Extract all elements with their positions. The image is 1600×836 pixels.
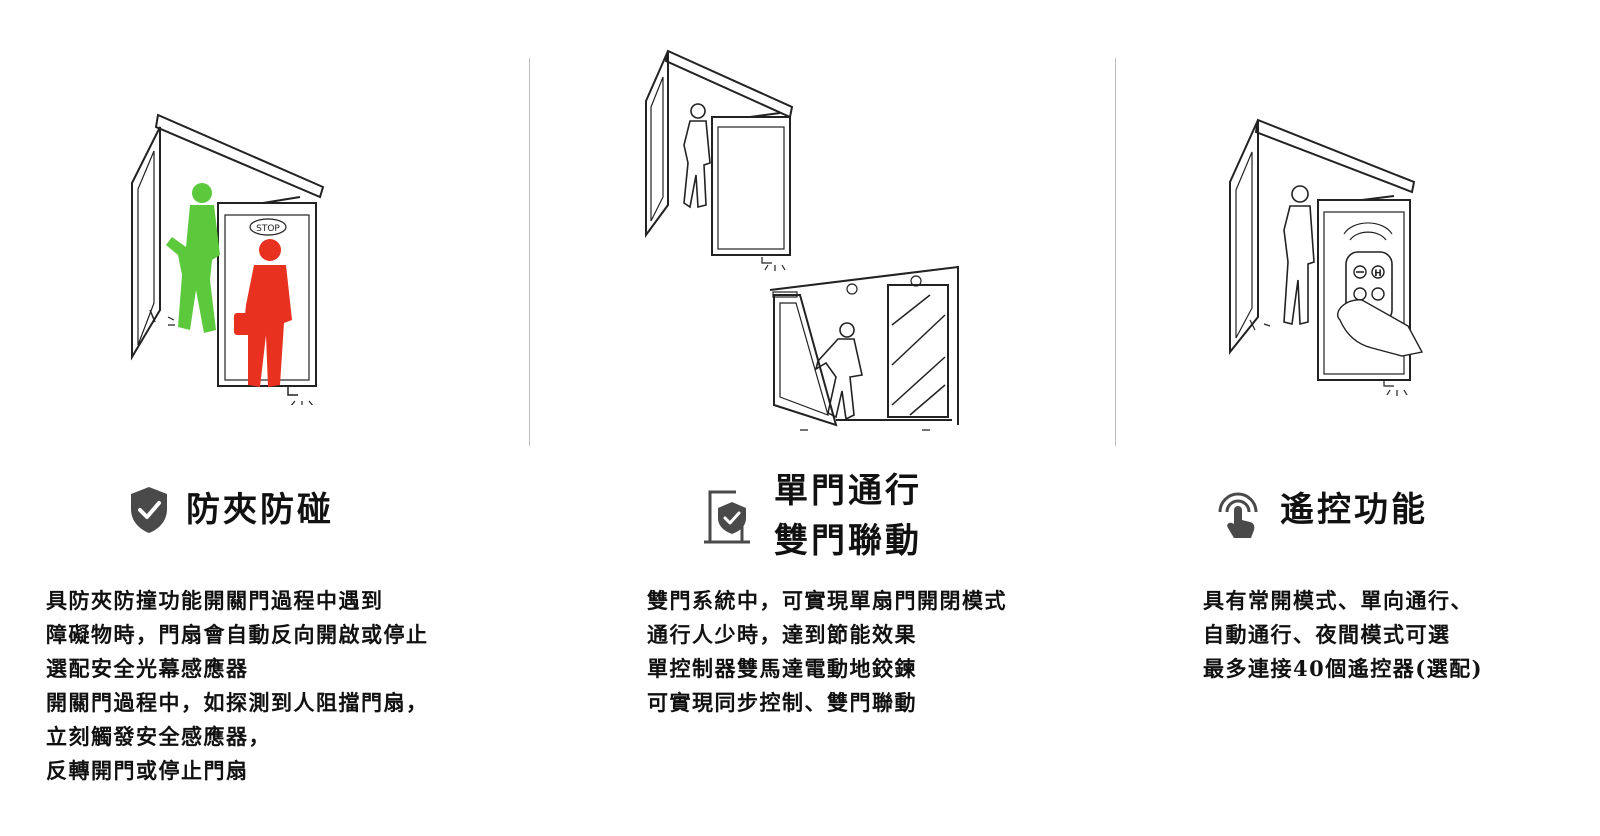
door-shield-icon xyxy=(704,490,750,544)
single-double-door-description: 雙門系統中，可實現單扇門開閉模式 通行人少時，達到節能效果 單控制器雙馬達電動地… xyxy=(647,584,1007,720)
description-line: 障礙物時，門扇會自動反向開啟或停止 xyxy=(46,622,429,647)
single-door-title: 單門通行 xyxy=(774,471,922,511)
walking-woman-figure xyxy=(814,322,863,421)
walking-person-figure xyxy=(683,103,711,209)
description-line: 雙門系統中，可實現單扇門開閉模式 xyxy=(647,588,1007,613)
remote-control-door-illustration: H xyxy=(1229,118,1424,396)
green-person-figure xyxy=(166,183,220,333)
anti-pinch-heading: 防夾防碰 xyxy=(128,485,334,535)
description-line: 反轉開門或停止門扇 xyxy=(46,758,249,783)
remote-control-figure: H xyxy=(1337,222,1424,357)
feature-anti-pinch: STOP 防夾防碰 具防夾防撞功能開關門過程中遇到 障礙物時，門扇會自動反向開啟… xyxy=(0,0,529,836)
description-line: 可實現同步控制、雙門聯動 xyxy=(647,690,917,715)
touch-tap-icon xyxy=(1218,492,1258,538)
description-line: 單控制器雙馬達電動地鉸鍊 xyxy=(647,656,917,681)
column-divider-2 xyxy=(1115,58,1116,446)
description-line: 具防夾防撞功能開關門過程中遇到 xyxy=(46,588,384,613)
remote-button-h-label: H xyxy=(1374,269,1382,279)
anti-pinch-title: 防夾防碰 xyxy=(186,490,334,530)
feature-remote-control: H 遙控功能 具有常開模式、單向通行、 自動通行、夜間模式可選 最多連接40個遙… xyxy=(1116,0,1600,836)
single-double-door-heading: 單門通行 雙門聯動 xyxy=(702,466,922,566)
swing-door-anti-pinch-illustration: STOP xyxy=(131,113,325,405)
remote-control-heading: 遙控功能 xyxy=(1210,480,1428,540)
remote-control-title: 遙控功能 xyxy=(1280,490,1428,530)
column-divider-1 xyxy=(529,58,530,446)
double-door-title: 雙門聯動 xyxy=(774,521,922,561)
stop-sign-label: STOP xyxy=(256,224,280,234)
remote-control-description: 具有常開模式、單向通行、 自動通行、夜間模式可選 最多連接40個遙控器(選配) xyxy=(1203,584,1483,686)
anti-pinch-description: 具防夾防撞功能開關門過程中遇到 障礙物時，門扇會自動反向開啟或停止 選配安全光幕… xyxy=(46,584,429,788)
description-line: 開關門過程中，如探測到人阻擋門扇， xyxy=(46,690,429,715)
single-and-double-door-illustration xyxy=(645,49,959,431)
description-line: 自動通行、夜間模式可選 xyxy=(1203,622,1451,647)
standing-person-figure xyxy=(1283,185,1315,326)
description-line: 通行人少時，達到節能效果 xyxy=(647,622,917,647)
shield-check-icon xyxy=(131,487,167,533)
description-line: 選配安全光幕感應器 xyxy=(46,656,249,681)
red-person-figure xyxy=(234,239,292,387)
description-line: 立刻觸發安全感應器， xyxy=(46,724,271,749)
description-line: 最多連接40個遙控器(選配) xyxy=(1203,656,1484,681)
feature-single-double-door: 單門通行 雙門聯動 雙門系統中，可實現單扇門開閉模式 通行人少時，達到節能效果 … xyxy=(530,0,1115,836)
description-line: 具有常開模式、單向通行、 xyxy=(1203,588,1473,613)
